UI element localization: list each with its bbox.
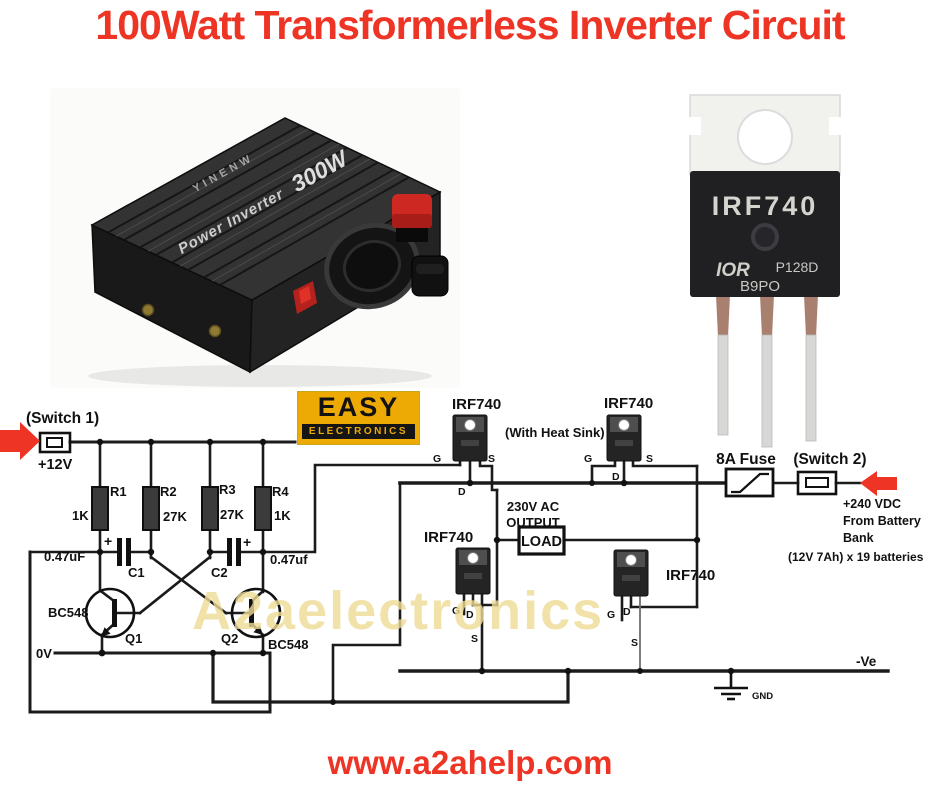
page-title: 100Watt Transformerless Inverter Circuit [95,2,845,48]
logo-easy-text: EASY [317,392,400,422]
load-label: LOAD [521,534,562,550]
easy-electronics-logo: EASY ELECTRONICS [297,391,420,445]
r4-value: 1K [274,508,291,523]
battery-line4: (12V 7Ah) x 19 batteries [788,550,924,564]
m4-drain-pin-label: D [623,606,631,618]
m1-drain-pin-label: D [458,486,466,498]
battery-line2: From Battery [843,514,921,528]
transistor-q1-symbol [84,587,136,639]
m4-gate-pin-label: G [607,609,615,621]
irf740-maker-text: IOR [716,260,750,281]
battery-line1: +240 VDC [843,497,901,511]
mosfet2-package-icon [606,414,642,462]
irf740-photo-art: IRF740 IOR P128D B9PO [687,94,843,448]
q2-part-label: BC548 [268,637,308,652]
r3-label: R3 [219,482,236,497]
inverter-power-switch [293,281,317,314]
c1-plus: + [104,533,112,549]
inverter-ridge-highlights [115,128,402,282]
q2-label: Q2 [221,631,238,646]
c2-label: C2 [211,565,228,580]
m3-source-pin-label: S [471,633,478,645]
irf740-indent [751,223,779,251]
inverter-shadow [88,365,432,387]
q1-label: Q1 [125,631,142,646]
mosfet2-label: IRF740 [604,395,653,412]
r1-label: R1 [110,484,127,499]
switch1-label: (Switch 1) [26,410,99,427]
inverter-binding-post-black [411,255,449,297]
m1-gate-pin-label: G [433,453,441,465]
irf740-code2-text: B9PO [740,278,780,295]
fuse-label: 8A Fuse [716,451,776,468]
mosfet1-package-icon [452,414,488,462]
footer-url: www.a2ahelp.com [327,744,613,781]
c1-value: 0.47uF [44,549,85,564]
transistor-q2-symbol [230,587,282,639]
junction-dots [96,438,735,705]
schematic-labels: (Switch 1) +12V R1 1K R2 27K R3 27K R4 1… [26,395,924,702]
switch2-label: (Switch 2) [793,451,866,468]
r2-label: R2 [160,484,177,499]
irf740-photo: IRF740 IOR P128D B9PO [660,85,880,455]
output-line2: OUTPUT [506,515,560,530]
c2-plus: + [243,534,251,550]
irf740-legs [716,295,818,448]
r3-value: 27K [220,507,244,522]
q1-part-label: BC548 [48,605,88,620]
r2-value: 27K [163,509,187,524]
fuse-symbol [724,467,775,498]
logo-electronics-text: ELECTRONICS [302,424,415,439]
inverter-photo: YINENW Power Inverter 300W [50,88,460,388]
resistor-bodies [91,486,272,531]
irf740-tab [687,94,843,176]
zero-v-label: 0V [36,646,52,661]
mosfet3-label: IRF740 [424,529,473,546]
inverter-ridges [107,124,410,286]
mosfet4-label: IRF740 [666,567,715,584]
battery-line3: Bank [843,531,874,545]
inverter-fan [324,222,420,310]
input-arrow-left [0,422,40,460]
gnd-symbol [714,671,748,701]
mosfet3-package-icon [455,547,491,595]
switch2-symbol [796,470,838,496]
m3-gate-pin-label: G [452,605,460,617]
gnd-label: GND [752,691,773,702]
m3-drain-pin-label: D [466,609,474,621]
m4-source-pin-label: S [631,637,638,649]
r4-label: R4 [272,484,289,499]
v12-label: +12V [38,457,73,473]
c2-value: 0.47uf [270,552,308,567]
output-line1: 230V AC [507,499,560,514]
m2-drain-pin-label: D [612,471,620,483]
input-arrow-right [860,471,897,496]
m2-source-pin-label: S [646,453,653,465]
m1-source-pin-label: S [488,453,495,465]
inverter-screws [141,303,222,338]
mosfet1-label: IRF740 [452,396,501,413]
c1-label: C1 [128,565,145,580]
irf740-code1-text: P128D [776,259,819,275]
switch1-symbol [38,431,72,454]
mosfet4-package-icon [613,549,649,597]
capacitor-plates [117,538,241,566]
load-box: LOAD [517,525,566,556]
irf740-body: IRF740 IOR P128D B9PO [690,171,840,297]
inverter-photo-art: YINENW Power Inverter 300W [50,88,460,388]
schematic-wires [28,440,890,714]
irf740-part-text: IRF740 [712,191,819,221]
r1-value: 1K [72,508,89,523]
m2-gate-pin-label: G [584,453,592,465]
inverter-binding-post-red [392,194,432,242]
heatsink-note: (With Heat Sink) [505,425,605,440]
neg-ve-label: -Ve [856,654,877,669]
